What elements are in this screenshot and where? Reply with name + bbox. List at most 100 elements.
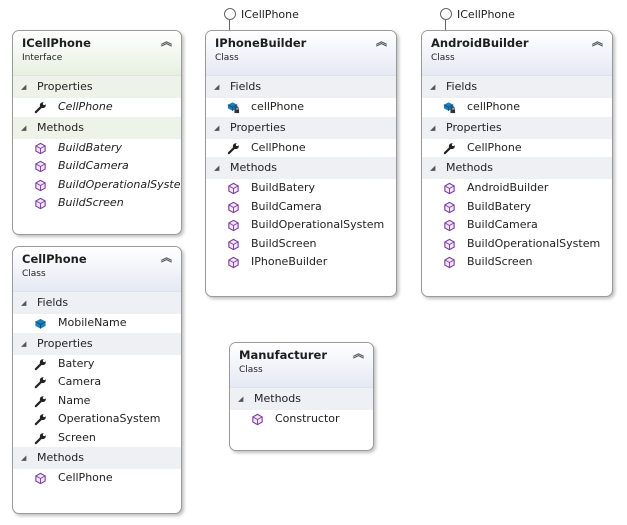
method-item[interactable]: BuildCamera [206, 198, 396, 217]
wrench-icon [34, 413, 47, 426]
member-label: MobileName [58, 316, 127, 329]
box-header: CellPhone Class ︽ [13, 247, 181, 292]
section-header-methods[interactable]: ◢ Methods [13, 447, 181, 469]
icellphone-interface-box[interactable]: ICellPhone Interface ︽ ◢ Properties Cell… [12, 30, 182, 235]
method-item[interactable]: BuildOperationalSystem [13, 176, 181, 195]
member-label: Name [58, 393, 91, 407]
expanded-triangle-icon: ◢ [430, 123, 436, 132]
property-item[interactable]: Screen [13, 429, 181, 448]
member-label: BuildBatery [467, 199, 532, 213]
section-header-properties[interactable]: ◢ Properties [13, 76, 181, 98]
member-label: Screen [58, 430, 96, 444]
section-title: Methods [446, 161, 493, 174]
method-cube-icon [227, 256, 240, 269]
method-item[interactable]: BuildBatery [206, 179, 396, 198]
property-item[interactable]: Batery [13, 355, 181, 374]
method-cube-icon [443, 256, 456, 269]
expanded-triangle-icon: ◢ [21, 83, 27, 91]
wrench-icon [34, 101, 47, 114]
method-cube-icon [443, 201, 456, 214]
member-label: BuildOperationalSystem [467, 236, 601, 250]
method-item[interactable]: BuildScreen [13, 194, 181, 213]
section-header-methods[interactable]: ◢ Methods [206, 157, 396, 179]
section-header-fields[interactable]: ◢ Fields [422, 76, 612, 98]
lollipop-stem [445, 20, 446, 38]
property-item[interactable]: OperationaSystem [13, 410, 181, 429]
method-item[interactable]: CellPhone [13, 469, 181, 488]
fields-list: MobileName [13, 314, 181, 333]
androidbuilder-class-box[interactable]: AndroidBuilder Class ︽ ◢ Fields cellPhon… [421, 30, 613, 297]
collapse-icon[interactable]: ︽ [592, 35, 603, 48]
member-label: Camera [58, 375, 102, 388]
cellphone-class-box[interactable]: CellPhone Class ︽ ◢ Fields MobileName ◢ … [12, 246, 182, 514]
method-cube-icon [227, 182, 240, 195]
property-item[interactable]: CellPhone [13, 98, 181, 117]
collapse-icon[interactable]: ︽ [353, 347, 364, 360]
box-header: AndroidBuilder Class ︽ [422, 31, 612, 76]
method-item[interactable]: BuildCamera [13, 157, 181, 176]
section-title: Properties [446, 120, 502, 134]
section-header-properties[interactable]: ◢ Properties [206, 116, 396, 139]
method-item[interactable]: BuildBatery [13, 139, 181, 158]
private-field-icon [443, 101, 456, 114]
section-title: Methods [254, 392, 301, 405]
manufacturer-class-box[interactable]: Manufacturer Class ︽ ◢ Methods Construct… [229, 342, 374, 451]
wrench-icon [34, 395, 47, 408]
member-label: cellPhone [467, 100, 521, 113]
method-cube-icon [443, 219, 456, 232]
expanded-triangle-icon: ◢ [214, 164, 220, 172]
lollipop-stem [229, 20, 230, 38]
method-item[interactable]: BuildOperationalSystem [206, 216, 396, 235]
properties-list: CellPhone [422, 139, 612, 158]
section-header-methods[interactable]: ◢ Methods [13, 116, 181, 139]
property-item[interactable]: CellPhone [422, 139, 612, 158]
method-cube-icon [34, 472, 47, 485]
section-header-fields[interactable]: ◢ Fields [13, 292, 181, 314]
section-title: Methods [37, 451, 84, 464]
collapse-icon[interactable]: ︽ [161, 35, 172, 48]
property-item[interactable]: CellPhone [206, 139, 396, 158]
wrench-icon [34, 358, 47, 371]
member-label: BuildScreen [467, 255, 533, 268]
section-header-methods[interactable]: ◢ Methods [422, 157, 612, 179]
section-title: Properties [230, 120, 286, 134]
method-cube-icon [443, 238, 456, 251]
expanded-triangle-icon: ◢ [214, 123, 220, 132]
box-header: ICellPhone Interface ︽ [13, 31, 181, 76]
member-label: CellPhone [467, 140, 522, 154]
section-header-properties[interactable]: ◢ Properties [13, 332, 181, 355]
method-item[interactable]: BuildOperationalSystem [422, 235, 612, 254]
box-title: ICellPhone [22, 36, 91, 50]
method-cube-icon [34, 197, 47, 210]
section-header-fields[interactable]: ◢ Fields [206, 76, 396, 98]
fields-list: cellPhone [206, 98, 396, 117]
method-item[interactable]: BuildScreen [422, 253, 612, 272]
box-stereotype: Class [22, 269, 46, 279]
method-item[interactable]: Constructor [230, 410, 373, 429]
method-item[interactable]: IPhoneBuilder [206, 253, 396, 272]
field-item[interactable]: MobileName [13, 314, 181, 333]
collapse-icon[interactable]: ︽ [161, 251, 172, 264]
section-header-properties[interactable]: ◢ Properties [422, 116, 612, 139]
property-item[interactable]: Camera [13, 373, 181, 392]
member-label: CellPhone [251, 140, 306, 154]
expanded-triangle-icon: ◢ [21, 454, 27, 462]
private-field-icon [227, 101, 240, 114]
method-item[interactable]: BuildBatery [422, 198, 612, 217]
expanded-triangle-icon: ◢ [21, 123, 27, 132]
property-item[interactable]: Name [13, 392, 181, 411]
box-title: IPhoneBuilder [215, 36, 307, 50]
method-item[interactable]: BuildScreen [206, 235, 396, 254]
fields-list: cellPhone [422, 98, 612, 117]
field-item[interactable]: cellPhone [206, 98, 396, 117]
method-cube-icon [227, 219, 240, 232]
method-item[interactable]: AndroidBuilder [422, 179, 612, 198]
section-header-methods[interactable]: ◢ Methods [230, 388, 373, 410]
method-item[interactable]: BuildCamera [422, 216, 612, 235]
collapse-icon[interactable]: ︽ [376, 35, 387, 48]
iphonebuilder-class-box[interactable]: IPhoneBuilder Class ︽ ◢ Fields cellPhone… [205, 30, 397, 297]
method-cube-icon [227, 238, 240, 251]
expanded-triangle-icon: ◢ [238, 395, 244, 403]
field-item[interactable]: cellPhone [422, 98, 612, 117]
